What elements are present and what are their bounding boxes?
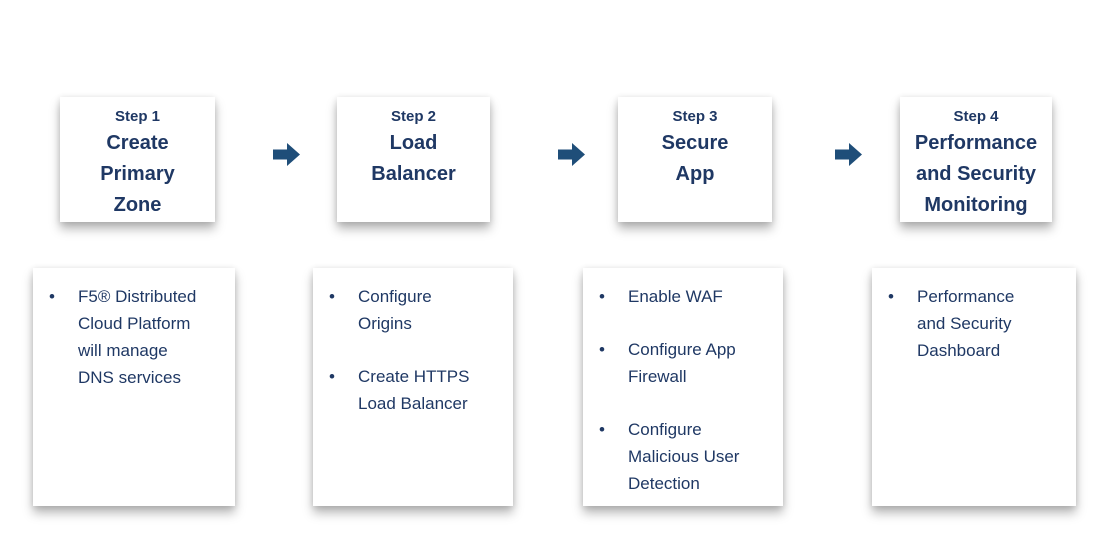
step-1-header-card: Step 1 Create Primary Zone (60, 97, 215, 222)
bullet-text: Configure App Firewall (628, 340, 736, 386)
bullet-icon: • (329, 287, 335, 306)
step-1-label: Step 1 (114, 108, 160, 125)
bullet-icon: • (329, 367, 335, 386)
step-1-detail-card: • F5® Distributed Cloud Platform will ma… (33, 268, 235, 506)
bullet-icon: • (599, 287, 605, 306)
step-4-title: Performance and Security Monitoring (914, 132, 1038, 216)
step-4-bullet-list: • Performance and Security Dashboard (888, 283, 1068, 364)
arrow-right-shape (273, 143, 300, 166)
step-2-label: Step 2 (390, 108, 436, 125)
list-item: • Configure Malicious User Detection (599, 416, 775, 497)
step-1-title: Create Primary Zone (100, 132, 175, 216)
step-4-detail-card: • Performance and Security Dashboard (872, 268, 1076, 506)
bullet-text: Configure Malicious User Detection (628, 420, 740, 493)
arrow-right-shape (835, 143, 862, 166)
arrow-right-icon (558, 143, 585, 166)
list-item: • Configure App Firewall (599, 336, 775, 390)
list-item: • F5® Distributed Cloud Platform will ma… (49, 283, 227, 391)
list-item: • Create HTTPS Load Balancer (329, 363, 505, 417)
list-item: • Enable WAF (599, 283, 775, 310)
bullet-icon: • (49, 287, 55, 306)
list-item: • Configure Origins (329, 283, 505, 337)
step-2-detail-card: • Configure Origins • Create HTTPS Load … (313, 268, 513, 506)
bullet-text: Create HTTPS Load Balancer (358, 367, 470, 413)
bullet-text: F5® Distributed Cloud Platform will mana… (78, 287, 197, 387)
arrow-right-icon (273, 143, 300, 166)
step-3-bullet-list: • Enable WAF • Configure App Firewall • … (599, 283, 775, 497)
step-4-label: Step 4 (953, 108, 999, 125)
step-1-bullet-list: • F5® Distributed Cloud Platform will ma… (49, 283, 227, 391)
list-item: • Performance and Security Dashboard (888, 283, 1068, 364)
step-2-bullet-list: • Configure Origins • Create HTTPS Load … (329, 283, 505, 417)
step-3-detail-card: • Enable WAF • Configure App Firewall • … (583, 268, 783, 506)
bullet-text: Performance and Security Dashboard (917, 287, 1015, 360)
step-4-header-card: Step 4 Performance and Security Monitori… (900, 97, 1052, 222)
bullet-text: Configure Origins (358, 287, 432, 333)
step-2-title: Load Balancer (371, 132, 456, 185)
bullet-icon: • (599, 420, 605, 439)
bullet-icon: • (888, 287, 894, 306)
step-3-header-card: Step 3 Secure App (618, 97, 772, 222)
arrow-right-icon (835, 143, 862, 166)
bullet-icon: • (599, 340, 605, 359)
arrow-right-shape (558, 143, 585, 166)
step-3-title: Secure App (661, 132, 729, 185)
bullet-text: Enable WAF (628, 287, 723, 306)
step-3-label: Step 3 (672, 108, 718, 125)
step-2-header-card: Step 2 Load Balancer (337, 97, 490, 222)
